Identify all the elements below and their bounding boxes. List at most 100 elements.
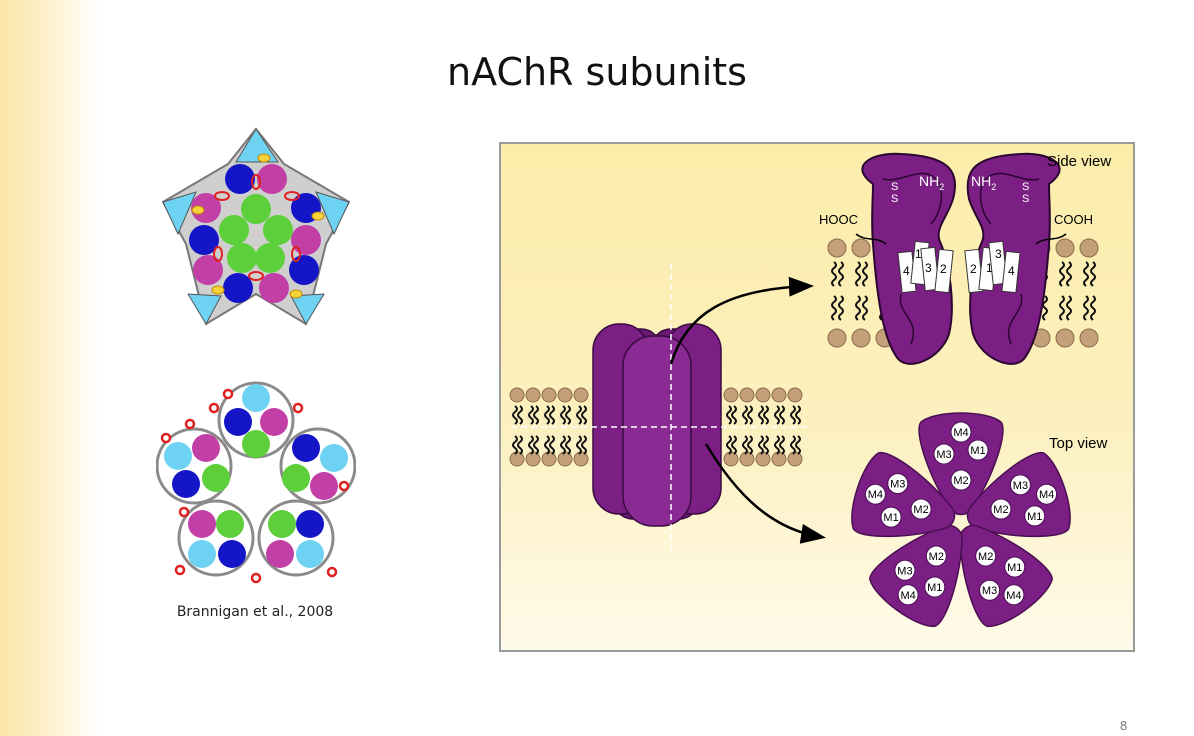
- helix-label: 1: [915, 247, 922, 261]
- slide-title: nAChR subunits: [447, 50, 747, 94]
- subunit-bottom-right: [257, 499, 335, 577]
- lipid-tail: [779, 405, 785, 425]
- helix-marker: M4: [864, 483, 886, 505]
- helix-label: M4: [900, 590, 915, 602]
- helix-circle: [925, 545, 947, 567]
- hooc-label: HOOC: [819, 212, 858, 227]
- red-sites: [160, 388, 350, 584]
- ss-left-label: S: [891, 181, 898, 193]
- helix-circle: [1009, 474, 1031, 496]
- lipid-tail: [528, 435, 534, 455]
- helix-circle: [933, 443, 955, 465]
- helix-circle: [1003, 584, 1025, 606]
- subunit-blue: [218, 540, 246, 568]
- lipid-head: [1079, 328, 1099, 348]
- lipid-tail: [1083, 295, 1089, 321]
- subunit-green: [282, 464, 310, 492]
- lipid-tail: [1083, 261, 1089, 287]
- helix-marker: M2: [910, 498, 932, 520]
- figure-citation: Brannigan et al., 2008: [176, 604, 334, 620]
- lipid-head: [723, 451, 739, 467]
- subunit-cyan: [315, 191, 350, 236]
- subunit-magenta: [191, 193, 221, 223]
- lipid-tail: [549, 405, 555, 425]
- lipid-head: [509, 451, 525, 467]
- helix-circle: [950, 421, 972, 443]
- lipid-head: [755, 387, 771, 403]
- subunit-cyan: [296, 540, 324, 568]
- lipid-head: [557, 451, 573, 467]
- ss-right-label: S: [1022, 193, 1029, 205]
- lipid-head: [557, 387, 573, 403]
- helix-label: M1: [1027, 511, 1042, 523]
- subunit-green: [241, 194, 271, 224]
- lipid-tail: [763, 435, 769, 455]
- helix-label: M2: [929, 551, 944, 563]
- nh2-text: NH: [971, 173, 991, 189]
- helix-circle: [897, 584, 919, 606]
- helix-marker: M1: [924, 576, 946, 598]
- subunit-green: [216, 510, 244, 538]
- helix-label: M1: [883, 512, 898, 524]
- pentamer-circle-figure: [156, 381, 356, 584]
- lipid-tail: [742, 405, 748, 425]
- helix-label: M2: [953, 475, 968, 487]
- lipid-tail: [790, 435, 796, 455]
- subunit-green: [202, 464, 230, 492]
- helix-marker: M3: [1009, 474, 1031, 496]
- subunit-blue: [172, 470, 200, 498]
- lipid-tail: [576, 405, 582, 425]
- lipid-head: [541, 451, 557, 467]
- subunit-cyan: [188, 540, 216, 568]
- subunit-left: [162, 191, 249, 255]
- red-sites: [213, 174, 301, 281]
- helix-label: 3: [925, 261, 932, 275]
- subunit-magenta: [193, 255, 223, 285]
- lipid-tail: [758, 435, 764, 455]
- helix-marker: M3: [894, 559, 916, 581]
- subunit-blue: [223, 273, 253, 303]
- lipid-tail: [742, 435, 748, 455]
- lipid-tail: [862, 261, 868, 287]
- lipid-tail: [1066, 261, 1072, 287]
- lipid-tail: [581, 405, 587, 425]
- side-view-label: Side view: [1047, 153, 1111, 170]
- subunit-magenta: [259, 273, 289, 303]
- lipid-head: [573, 451, 589, 467]
- subunit-green: [268, 510, 296, 538]
- subunit-blue: [225, 164, 255, 194]
- subunit-blue: [296, 510, 324, 538]
- ss-left-label: S: [891, 193, 898, 205]
- lipid-tail: [758, 405, 764, 425]
- lipid-tail: [831, 295, 837, 321]
- helix-label: M2: [913, 504, 928, 516]
- lipid-tail: [512, 405, 518, 425]
- lipid-tail: [779, 435, 785, 455]
- subunit-bottom-left: [187, 243, 257, 326]
- helix-marker: M2: [950, 469, 972, 491]
- helix-marker: M1: [1004, 556, 1026, 578]
- lipid-head: [827, 328, 847, 348]
- helix-label: M4: [1039, 489, 1054, 501]
- helix-label: M3: [982, 585, 997, 597]
- helix-circle: [910, 498, 932, 520]
- lipid-head: [827, 238, 847, 258]
- helix-marker: M3: [979, 579, 1001, 601]
- subunit-cyan: [242, 384, 270, 412]
- lipid-tail: [528, 405, 534, 425]
- lipid-head: [851, 238, 871, 258]
- lipid-head: [755, 451, 771, 467]
- lipid-tail: [795, 435, 801, 455]
- helix-marker: M1: [880, 506, 902, 528]
- lipid-tail: [795, 405, 801, 425]
- lipid-head: [851, 328, 871, 348]
- helix-circle: [887, 473, 909, 495]
- subunit-top: [217, 381, 295, 459]
- helix-circle: [990, 498, 1012, 520]
- helix-circle: [979, 579, 1001, 601]
- helix-circle: [950, 469, 972, 491]
- helix-marker: M4: [950, 421, 972, 443]
- helix-label: 2: [970, 262, 977, 276]
- helix-circle: [967, 439, 989, 461]
- lipid-tail: [560, 435, 566, 455]
